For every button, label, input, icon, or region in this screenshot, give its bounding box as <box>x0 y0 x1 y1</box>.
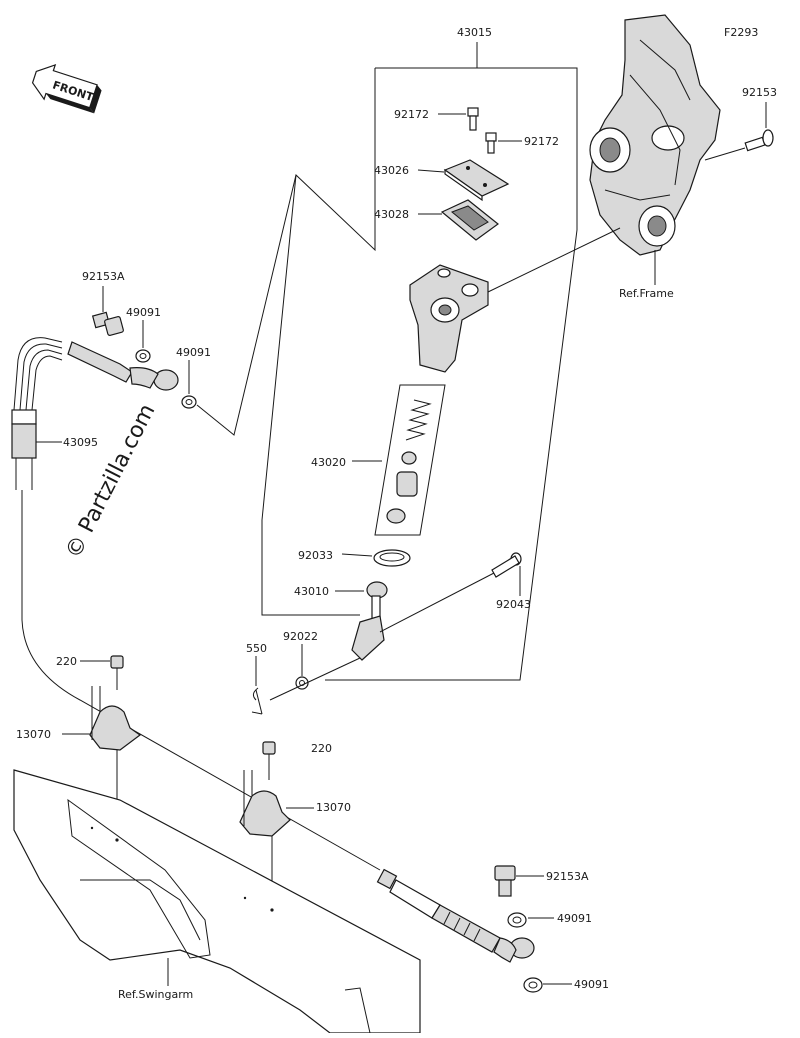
bolt-92172-a <box>467 107 479 131</box>
label-49091-b: 49091 <box>176 346 211 359</box>
label-220-b: 220 <box>311 742 332 755</box>
diaphragm-43028 <box>440 199 499 241</box>
label-92033: 92033 <box>298 549 333 562</box>
watermark-text: © Partzilla.com <box>61 400 160 563</box>
brake-hose-lower-end <box>376 868 535 963</box>
hose-clamp-13070-a <box>89 686 142 840</box>
frame-bracket <box>589 14 721 285</box>
label-43020: 43020 <box>311 456 346 469</box>
label-49091-c: 49091 <box>557 912 592 925</box>
bolt-220-b <box>262 741 276 780</box>
banjo-bolt-92153A-bottom <box>494 865 516 897</box>
pin-92043 <box>379 552 522 633</box>
label-43095: 43095 <box>63 436 98 449</box>
cotter-pin-550 <box>251 687 263 715</box>
label-92153A-bottom: 92153A <box>546 870 589 883</box>
washer-49091-b <box>181 395 197 409</box>
washer-49091-d <box>523 977 543 993</box>
label-92022: 92022 <box>283 630 318 643</box>
master-cylinder-body <box>409 227 621 373</box>
label-49091-d: 49091 <box>574 978 609 991</box>
bolt-92153 <box>704 129 774 161</box>
label-92153A-top: 92153A <box>82 270 125 283</box>
front-arrow-icon: FRONT <box>31 63 102 114</box>
piston-kit-43020 <box>386 399 432 524</box>
label-43010: 43010 <box>294 585 329 598</box>
washer-49091-c <box>507 912 527 928</box>
label-92172-a: 92172 <box>394 108 429 121</box>
bolt-220-a <box>110 655 124 690</box>
brake-hose-43095 <box>11 337 381 871</box>
label-43015: 43015 <box>457 26 492 39</box>
bolt-92172-b <box>485 132 497 154</box>
label-49091-a: 49091 <box>126 306 161 319</box>
label-43028: 43028 <box>374 208 409 221</box>
label-220-a: 220 <box>56 655 77 668</box>
diagram-code: F2293 <box>724 26 758 39</box>
label-13070-a: 13070 <box>16 728 51 741</box>
label-13070-b: 13070 <box>316 801 351 814</box>
label-92153: 92153 <box>742 86 777 99</box>
swingarm <box>13 769 421 1034</box>
push-rod-43010 <box>351 581 388 661</box>
label-550: 550 <box>246 642 267 655</box>
washer-49091-a <box>135 349 151 363</box>
reservoir-cap-43026 <box>443 159 510 202</box>
banjo-bolt-92153A-top <box>91 311 124 336</box>
ref-swingarm-label: Ref.Swingarm <box>118 988 193 1001</box>
label-92043: 92043 <box>496 598 531 611</box>
label-92172-b: 92172 <box>524 135 559 148</box>
ref-frame-label: Ref.Frame <box>619 287 674 300</box>
circlip-92033 <box>373 549 411 567</box>
label-43026: 43026 <box>374 164 409 177</box>
